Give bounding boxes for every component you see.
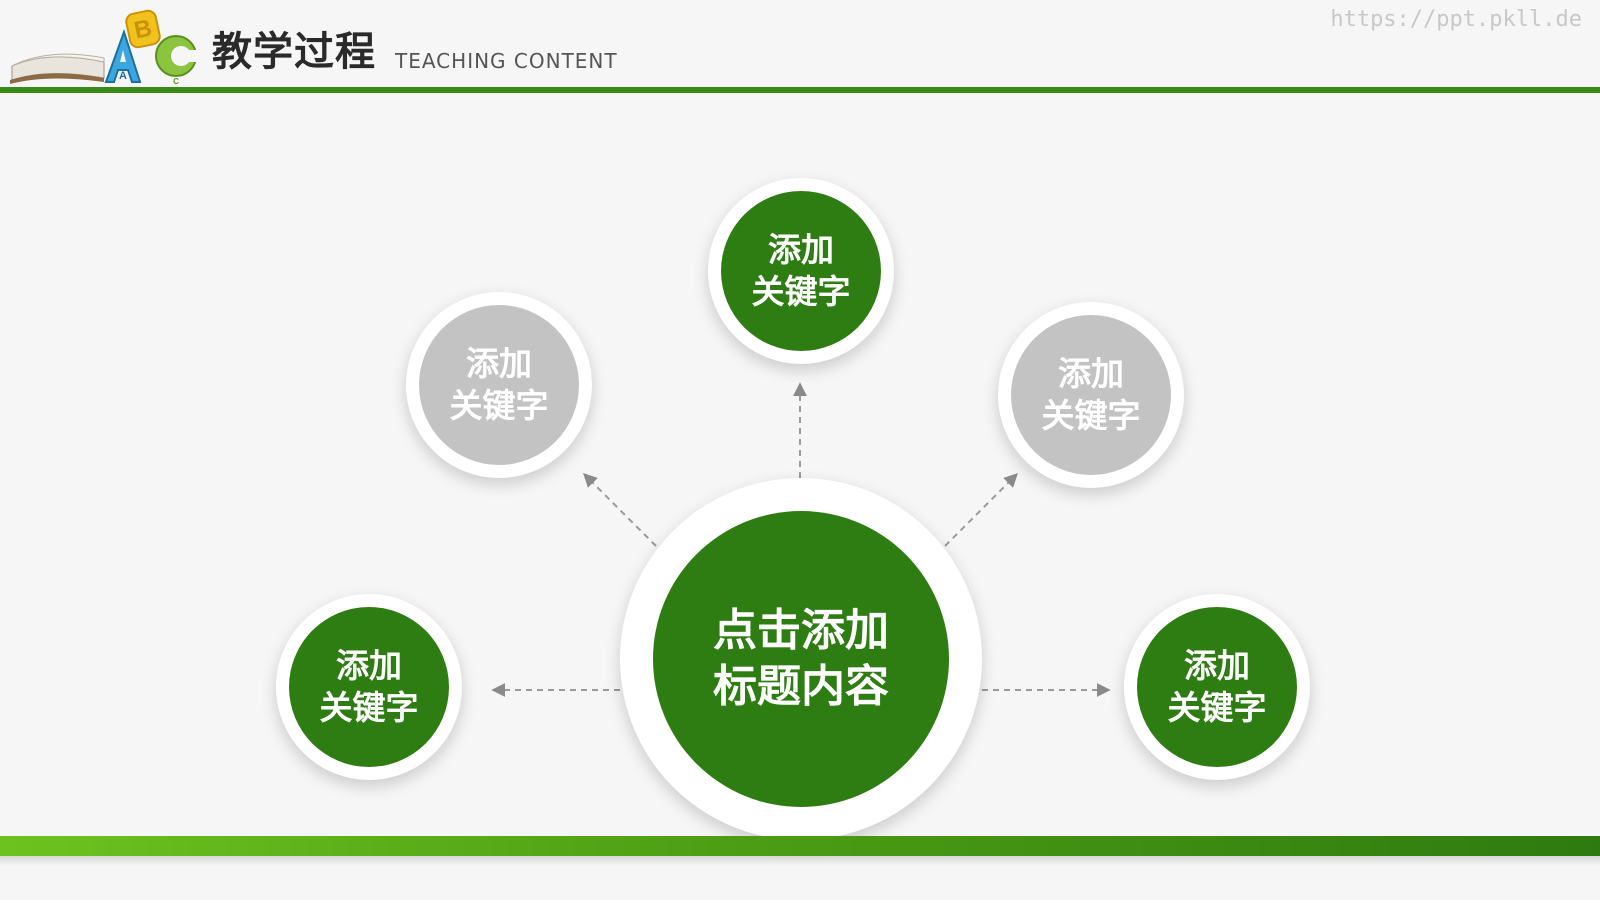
node-upper-left-label: 添加 关键字 xyxy=(419,305,579,465)
node-upper-right[interactable]: 添加 关键字 xyxy=(998,302,1184,488)
connector-upper-right xyxy=(944,473,1018,547)
letter-b-block: B xyxy=(125,9,161,49)
footer-bar xyxy=(0,836,1600,856)
letter-a-block: A xyxy=(104,28,142,83)
watermark-url: https://ppt.pkll.de xyxy=(1330,7,1582,32)
footer-shadow xyxy=(0,856,1600,866)
node-upper-right-label: 添加 关键字 xyxy=(1011,315,1171,475)
page-subtitle: TEACHING CONTENT xyxy=(395,49,618,73)
svg-text:A: A xyxy=(119,70,127,82)
node-center-label: 点击添加 标题内容 xyxy=(653,511,949,807)
slide-header: A B C 教学过程 TEACHING CONTENT https://ppt.… xyxy=(0,0,1600,94)
node-top[interactable]: 添加 关键字 xyxy=(708,178,894,364)
node-lower-right-label: 添加 关键字 xyxy=(1137,607,1297,767)
node-top-label: 添加 关键字 xyxy=(721,191,881,351)
header-divider xyxy=(0,87,1600,93)
node-lower-left[interactable]: 添加 关键字 xyxy=(276,594,462,780)
abc-book-logo: A B C xyxy=(10,9,198,86)
connector-upper-left xyxy=(583,473,657,547)
svg-text:C: C xyxy=(173,77,179,86)
svg-text:B: B xyxy=(132,14,155,44)
letter-c-block: C xyxy=(155,35,198,86)
node-lower-left-label: 添加 关键字 xyxy=(289,607,449,767)
node-center[interactable]: 点击添加 标题内容 xyxy=(620,478,982,840)
page-title: 教学过程 xyxy=(212,29,376,75)
node-upper-left[interactable]: 添加 关键字 xyxy=(406,292,592,478)
node-lower-right[interactable]: 添加 关键字 xyxy=(1124,594,1310,780)
